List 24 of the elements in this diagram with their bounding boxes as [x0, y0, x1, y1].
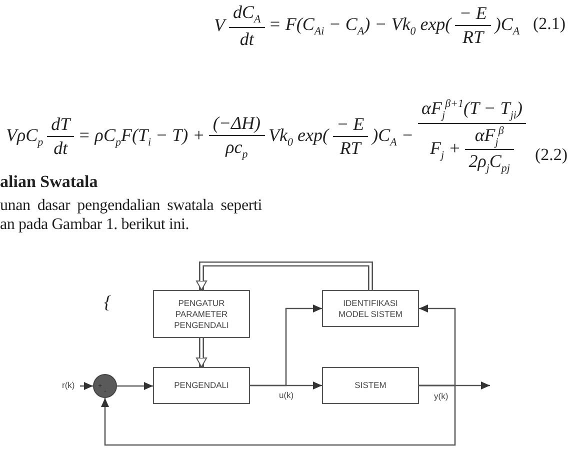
block-box — [322, 367, 419, 404]
brace-mark: { — [104, 292, 112, 313]
edge-label: y(k) — [434, 391, 448, 401]
block-box — [322, 290, 419, 327]
arrow — [101, 384, 456, 446]
equation-number: (2.2) — [535, 145, 568, 165]
arrow — [419, 304, 456, 386]
block-label: IDENTIFIKASI MODEL SISTEM — [338, 298, 404, 320]
double-arrow — [196, 262, 373, 290]
block-label: PENGATUR PARAMETER PENGENDALI — [173, 298, 230, 330]
edge-label: u(k) — [279, 390, 294, 400]
summing-junction — [93, 374, 117, 398]
equation-number: (2.1) — [533, 14, 566, 34]
paragraph: unan dasar pengendalian swatala seperti an pada Gambar 1. berikut ini. — [0, 196, 262, 234]
arrow — [80, 382, 93, 390]
arrow — [117, 382, 153, 390]
section-heading: alian Swatala — [0, 172, 98, 192]
block-box — [153, 367, 250, 404]
block-box — [153, 290, 250, 338]
signal-label: r(k) — [62, 380, 75, 390]
block-label: SISTEM — [354, 380, 386, 391]
double-arrow — [196, 338, 207, 368]
arrow — [250, 304, 322, 386]
block-label: PENGENDALI — [174, 380, 229, 391]
